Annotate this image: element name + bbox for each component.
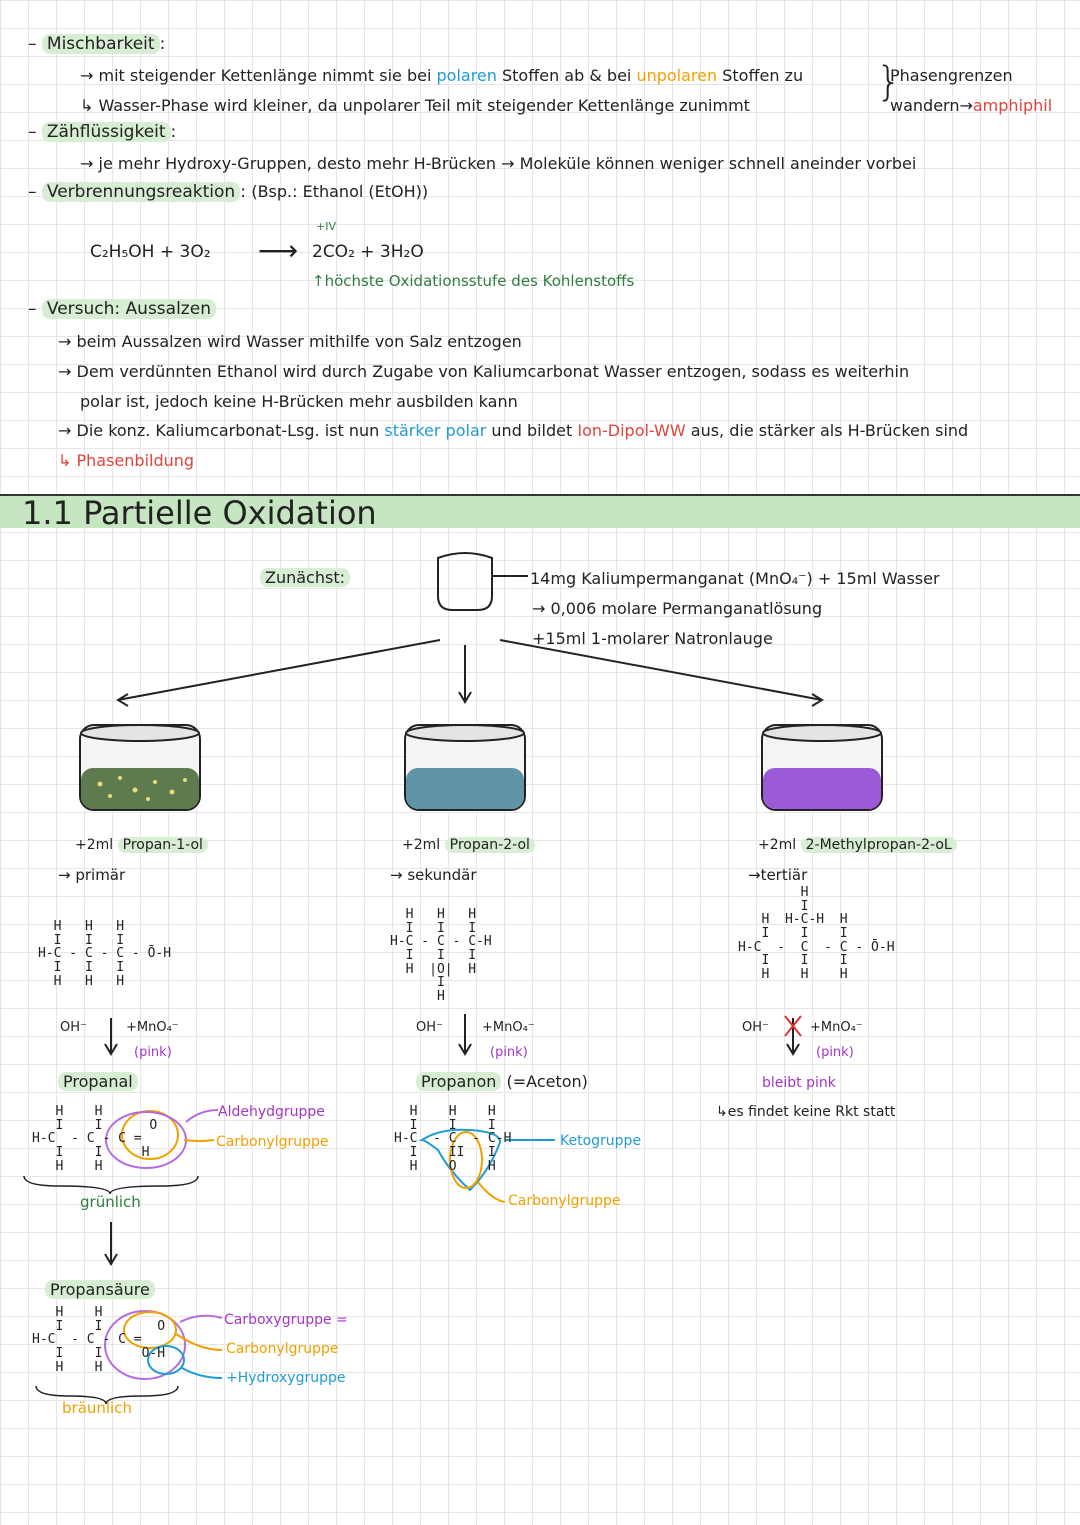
reaction-note: ↑höchste Oxidationsstufe des Kohlenstoff…: [312, 272, 635, 290]
versuch-line1: → beim Aussalzen wird Wasser mithilfe vo…: [58, 332, 522, 351]
col2-tag2: Carbonylgruppe: [508, 1193, 621, 1209]
propansaeure-circles: [104, 1310, 223, 1380]
reaction-product: 2CO₂ + 3H₂O: [312, 242, 424, 262]
branch-arrows: [116, 639, 824, 707]
beaker-3: [761, 724, 883, 811]
brace-1: [23, 1175, 199, 1195]
col1-reagent-color: (pink): [134, 1045, 172, 1060]
col1-add: +2ml Propan-1-ol: [75, 837, 208, 853]
col3-reagent: +MnO₄⁻: [810, 1020, 863, 1035]
mischbarkeit-title: Mischbarkeit: [41, 34, 160, 54]
bullet-versuch: – Versuch: Aussalzen: [28, 299, 216, 319]
col3-result: bleibt pink: [762, 1075, 836, 1091]
col2-type: → sekundär: [390, 866, 477, 884]
col1-product1: Propanal: [58, 1072, 138, 1091]
col1-color2: bräunlich: [62, 1399, 132, 1417]
zaeh-line1: → je mehr Hydroxy-Gruppen, desto mehr H-…: [80, 154, 917, 173]
mischbarkeit-line2: ↳ Wasser-Phase wird kleiner, da unpolare…: [80, 96, 750, 115]
col3-reagent-color: (pink): [816, 1045, 854, 1060]
verb-title: Verbrennungsreaktion: [41, 182, 241, 202]
cup-icon: [437, 552, 528, 611]
propanal-structure: H H I I O H-C - C - C = I I H H H: [32, 1104, 158, 1174]
col1-tag1: Aldehydgruppe: [218, 1104, 325, 1120]
setup-line3: +15ml 1-molarer Natronlauge: [532, 629, 773, 648]
reaction-arrow: ⟶: [258, 234, 299, 267]
col2-oh: OH⁻: [416, 1020, 443, 1035]
beaker-2: [404, 724, 526, 811]
col2-product: Propanon (=Aceton): [416, 1072, 588, 1091]
col1-reagent: +MnO₄⁻: [126, 1020, 179, 1035]
propanon-structure: H H H I I I H-C - C - C-H I II I H O H: [394, 1104, 512, 1174]
brace-2: [35, 1385, 179, 1405]
col1-product2: Propansäure: [45, 1280, 155, 1299]
propanon-circles: [418, 1128, 555, 1203]
col2-reagent: +MnO₄⁻: [482, 1020, 535, 1035]
propanal-circles: [105, 1109, 219, 1169]
col1-oh: OH⁻: [60, 1020, 87, 1035]
reaction-reactant: C₂H₅OH + 3O₂: [90, 242, 211, 262]
versuch-line5: ↳ Phasenbildung: [58, 451, 195, 470]
bullet-mischbarkeit: – Mischbarkeit:: [28, 34, 166, 54]
ox-state: +IV: [316, 220, 336, 233]
col1-tag3: Carboxygruppe =: [224, 1312, 348, 1328]
col2-add: +2ml Propan-2-ol: [402, 837, 535, 853]
brace: }: [876, 59, 902, 105]
propan-2-ol-structure: H H H I I I H-C - C - C-H I I I H |O| H …: [390, 907, 492, 1004]
versuch-line2: → Dem verdünnten Ethanol wird durch Zuga…: [58, 362, 910, 381]
mischbarkeit-line1: → mit steigender Kettenlänge nimmt sie b…: [80, 66, 804, 85]
col3-oh: OH⁻: [742, 1020, 769, 1035]
col3-type: →tertiär: [748, 866, 808, 884]
propansaeure-structure: H H I I O H-C - C - C = I I O-H H H: [32, 1305, 166, 1375]
heading-band: [0, 494, 1080, 528]
col3-add: +2ml 2-Methylpropan-2-oL: [758, 837, 957, 853]
section-heading: 1.1 Partielle Oxidation: [22, 494, 377, 532]
col1-tag2: Carbonylgruppe: [216, 1134, 329, 1150]
col1-tag5: +Hydroxygruppe: [226, 1370, 346, 1386]
setup-line1: 14mg Kaliumpermanganat (MnO₄⁻) + 15ml Wa…: [530, 569, 940, 588]
versuch-line4: → Die konz. Kaliumcarbonat-Lsg. ist nun …: [58, 421, 969, 440]
beaker-1: [79, 724, 201, 811]
col2-reagent-color: (pink): [490, 1045, 528, 1060]
col3-note: ↳es findet keine Rkt statt: [716, 1104, 896, 1120]
down-arrows: [104, 1014, 800, 1266]
setup-label: Zunächst:: [260, 568, 350, 587]
col1-type: → primär: [58, 866, 126, 884]
setup-line2: → 0,006 molare Permanganatlösung: [532, 599, 823, 618]
cross-icon: [784, 1015, 802, 1037]
methylpropanol-structure: H I H H-C-H H I I I H-C - C - C - Ō-H I …: [738, 885, 895, 982]
bullet-zaeh: – Zähflüssigkeit:: [28, 122, 177, 142]
propan-1-ol-structure: H H H I I I H-C - C - C - Ō-H I I I H H …: [38, 919, 172, 989]
col1-color1: grünlich: [80, 1193, 141, 1211]
col2-tag1: Ketogruppe: [560, 1133, 642, 1149]
col1-tag4: Carbonylgruppe: [226, 1341, 339, 1357]
mischbarkeit-side2: wandern→amphiphil: [890, 96, 1053, 115]
bullet-verb: – Verbrennungsreaktion: (Bsp.: Ethanol (…: [28, 182, 429, 202]
versuch-line3: polar ist, jedoch keine H-Brücken mehr a…: [80, 392, 518, 411]
zaeh-title: Zähflüssigkeit: [41, 122, 171, 142]
versuch-title: Versuch: Aussalzen: [41, 299, 216, 319]
mischbarkeit-side1: Phasengrenzen: [890, 66, 1013, 85]
